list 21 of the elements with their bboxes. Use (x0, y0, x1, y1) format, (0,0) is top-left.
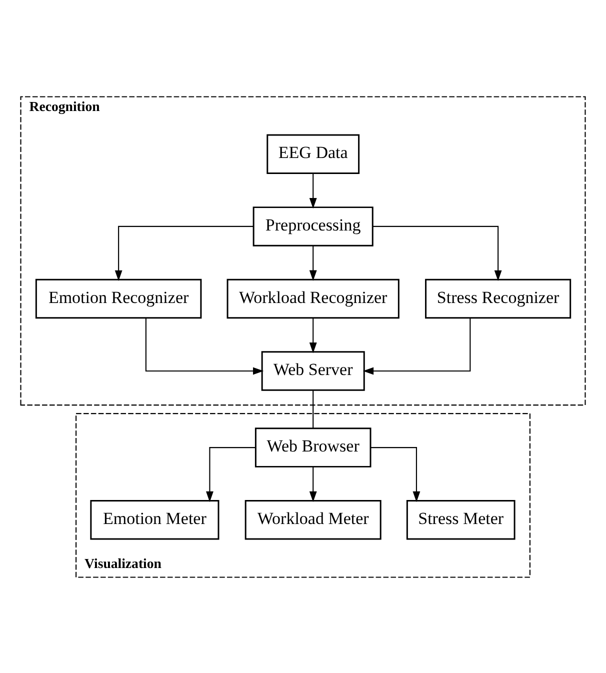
node-box: Stress Meter (406, 499, 516, 540)
node-box: Workload Recognizer (226, 278, 400, 318)
arrow (372, 225, 502, 280)
node-box: EEG Data (266, 134, 360, 174)
node-box: Web Browser (254, 427, 372, 467)
arrow (370, 446, 420, 502)
node-box: Emotion Recognizer (35, 278, 202, 318)
arrow (362, 318, 471, 374)
arrow (309, 318, 317, 353)
arrow (114, 225, 254, 280)
arrow (309, 466, 317, 502)
node-box: Web Server (261, 350, 365, 390)
node-box: Workload Meter (244, 499, 382, 540)
arrow (145, 318, 264, 374)
arrow (309, 173, 317, 208)
node-box: Stress Recognizer (425, 278, 572, 318)
arrow (309, 245, 317, 280)
node-box: Emotion Meter (90, 499, 220, 540)
node-box: Preprocessing (252, 206, 374, 246)
arrow (206, 446, 256, 502)
connector (312, 390, 314, 428)
